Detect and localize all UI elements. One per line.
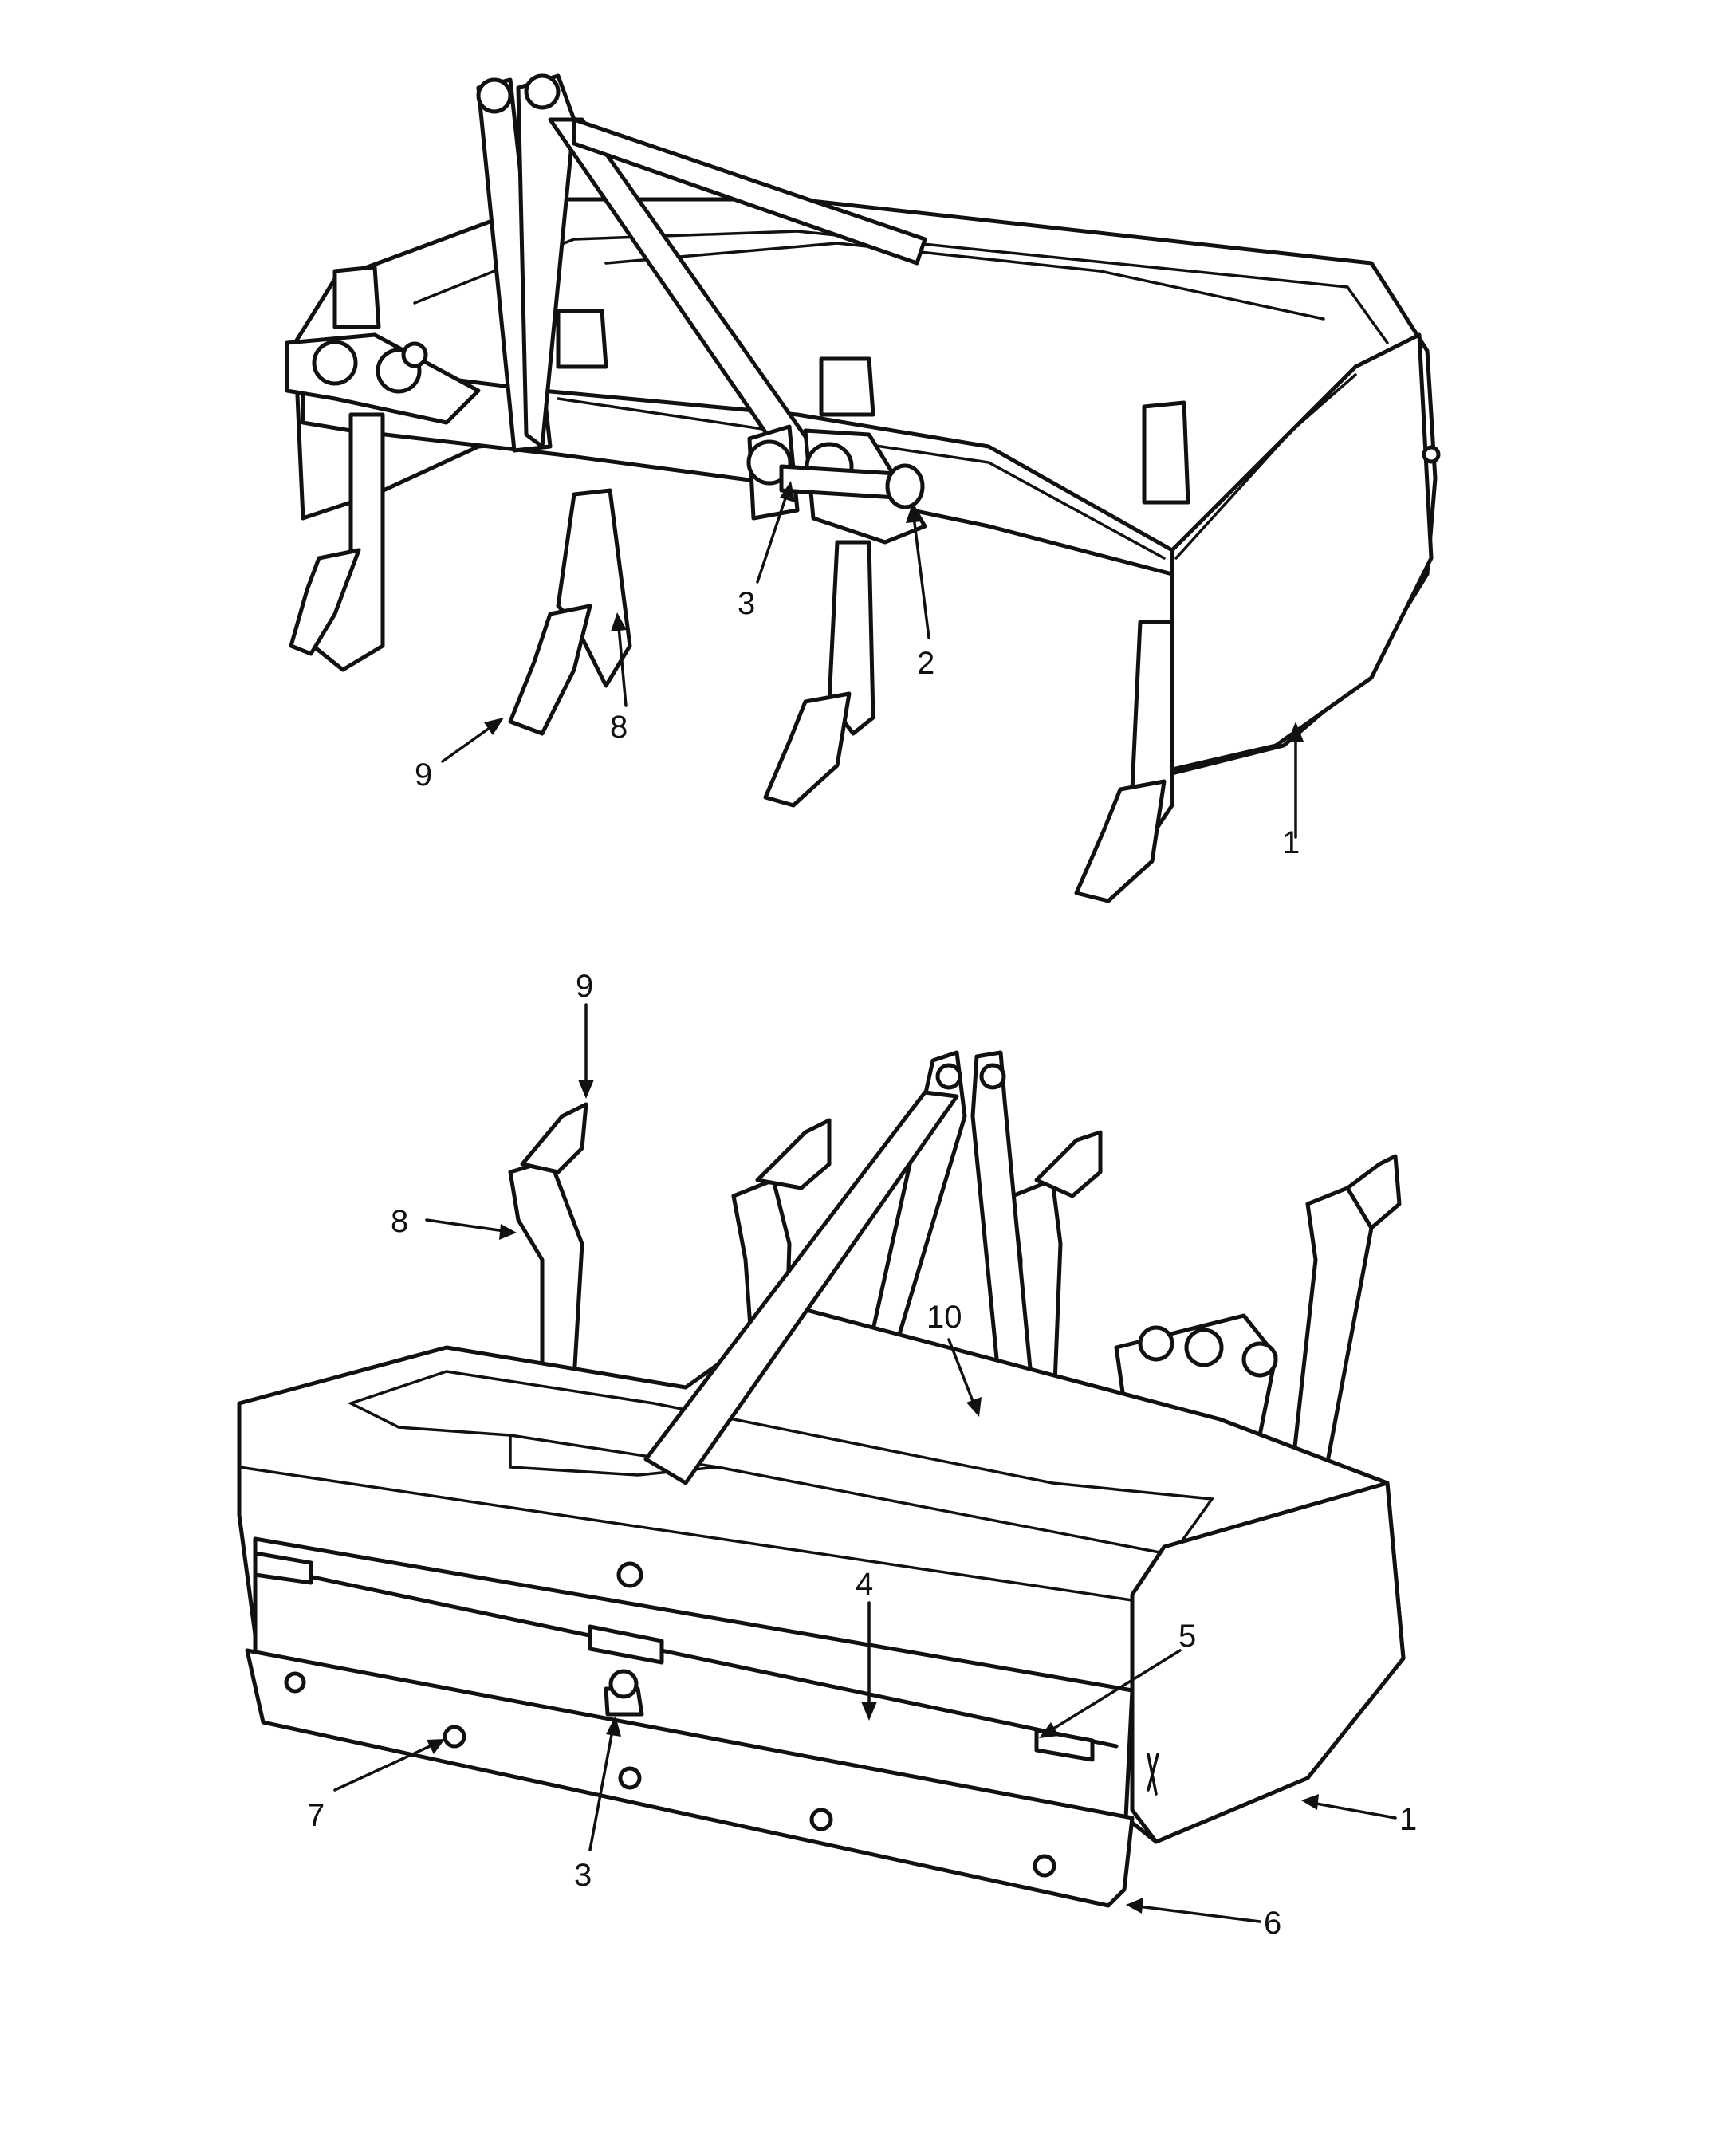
bottom-right-hitch-pin-2 — [1184, 1328, 1224, 1367]
bottom-leader-5 — [1043, 1649, 1182, 1736]
bottom-leader-8 — [425, 1218, 512, 1233]
top-toolbar-top-edge — [557, 397, 1166, 560]
bottom-mast-eye-1 — [935, 1063, 962, 1090]
bottom-rod-bushing-right — [1034, 1728, 1095, 1762]
bottom-moldboard-top — [238, 1466, 1150, 1604]
top-view — [285, 73, 1441, 903]
bottom-blade-bolt-1 — [284, 1671, 306, 1694]
top-mast-pin-hole-2 — [524, 73, 561, 110]
bottom-callout-1: 1 — [1399, 1802, 1417, 1837]
top-leader-9-arrow — [484, 718, 504, 735]
top-bracket-2 — [819, 356, 875, 417]
bottom-leader-3 — [588, 1721, 616, 1851]
bottom-cotter-pin — [1147, 1753, 1159, 1796]
top-leader-2-arrow — [906, 504, 922, 523]
bottom-rod-bushing-left — [253, 1551, 313, 1585]
bottom-leader-1 — [1306, 1800, 1397, 1820]
bottom-view — [237, 1003, 1406, 1923]
top-box-inner-edge — [604, 242, 1325, 321]
top-bracket-3 — [1142, 400, 1190, 505]
top-shank-2 — [556, 488, 632, 688]
top-shank-4 — [1130, 620, 1174, 832]
bottom-shank-4 — [1289, 1186, 1374, 1485]
bottom-lift-rod — [261, 1564, 1119, 1749]
bottom-leader-10 — [947, 1338, 978, 1413]
bottom-leader-10-arrow — [966, 1397, 982, 1417]
top-hitch-pin-head — [885, 463, 925, 509]
bottom-diagonal-brace — [643, 1090, 959, 1485]
top-shank-2-point — [508, 604, 592, 736]
bottom-callout-4: 4 — [856, 1567, 873, 1602]
top-shank-1-point — [289, 548, 361, 656]
bottom-callout-8: 8 — [391, 1204, 408, 1239]
bottom-blade-bolt-2 — [443, 1725, 466, 1749]
top-bracket-1 — [556, 309, 608, 369]
top-leader-8 — [616, 616, 628, 707]
bottom-end-plate — [1130, 1481, 1406, 1844]
bottom-leader-8-arrow — [499, 1224, 517, 1240]
bottom-shank-3-point — [1034, 1130, 1103, 1198]
bottom-blade-bolt-3 — [618, 1766, 642, 1790]
bottom-clevis-pin-upper — [616, 1561, 643, 1588]
bottom-leader-3-arrow — [606, 1716, 621, 1737]
bottom-mast-eye-2 — [979, 1063, 1006, 1090]
top-end-plate — [1170, 332, 1434, 772]
bottom-leader-4-arrow — [861, 1702, 877, 1721]
top-leader-2 — [911, 509, 930, 639]
top-leader-8-arrow — [611, 612, 627, 631]
bottom-shank-4-point — [1345, 1154, 1402, 1230]
top-leader-1-arrow — [1288, 722, 1304, 742]
bottom-leader-5-arrow — [1039, 1722, 1059, 1738]
bottom-mast-left — [867, 1050, 967, 1358]
bottom-callout-5: 5 — [1178, 1619, 1196, 1654]
bottom-blade-bolt-4 — [809, 1808, 833, 1831]
bottom-clevis-pin-front-head — [608, 1669, 639, 1699]
bottom-cutting-edge — [245, 1648, 1135, 1908]
top-shank-4-point — [1074, 779, 1167, 903]
bottom-box-inner — [347, 1370, 1215, 1556]
top-end-plate-fold — [1174, 373, 1357, 560]
top-callout-2: 2 — [917, 646, 934, 681]
bottom-leader-6 — [1131, 1904, 1261, 1923]
bottom-right-hitch-pin-1 — [1138, 1325, 1174, 1362]
bottom-blade-bolt-5 — [1033, 1854, 1056, 1878]
bottom-shank-1-point — [520, 1102, 588, 1174]
top-callout-3: 3 — [738, 586, 755, 621]
bottom-leader-7 — [333, 1741, 440, 1792]
top-shank-3 — [827, 540, 875, 736]
top-callout-9: 9 — [415, 757, 432, 793]
bottom-leader-6-arrow — [1126, 1898, 1143, 1914]
bottom-callout-3: 3 — [574, 1858, 592, 1893]
top-left-hitch-pin-3 — [401, 341, 428, 368]
top-mast-pin-hole-1 — [476, 77, 513, 114]
top-callout-1: 1 — [1282, 825, 1300, 860]
bottom-right-hitch-pin-3 — [1241, 1341, 1278, 1378]
top-callout-8: 8 — [610, 710, 628, 745]
bottom-shank-2-point — [755, 1118, 832, 1190]
bottom-callout-7: 7 — [307, 1798, 325, 1833]
top-leader-3-arrow — [780, 481, 795, 502]
top-leader-3 — [756, 485, 791, 584]
top-end-bolt — [1422, 445, 1441, 464]
top-shank-3-point — [763, 691, 852, 808]
bottom-leader-1-arrow — [1301, 1794, 1319, 1810]
bottom-shank-1 — [508, 1158, 584, 1382]
top-top-strap — [572, 117, 927, 266]
bottom-callout-6: 6 — [1264, 1906, 1281, 1941]
top-left-hitch-pin — [312, 340, 358, 386]
bottom-rod-bushing-center — [588, 1624, 664, 1665]
bottom-callout-9: 9 — [576, 969, 593, 1004]
bottom-callout-10: 10 — [927, 1300, 962, 1335]
bottom-leader-9-arrow — [578, 1080, 594, 1099]
top-bracket-4 — [332, 265, 381, 329]
bottom-leader-7-arrow — [427, 1739, 445, 1754]
